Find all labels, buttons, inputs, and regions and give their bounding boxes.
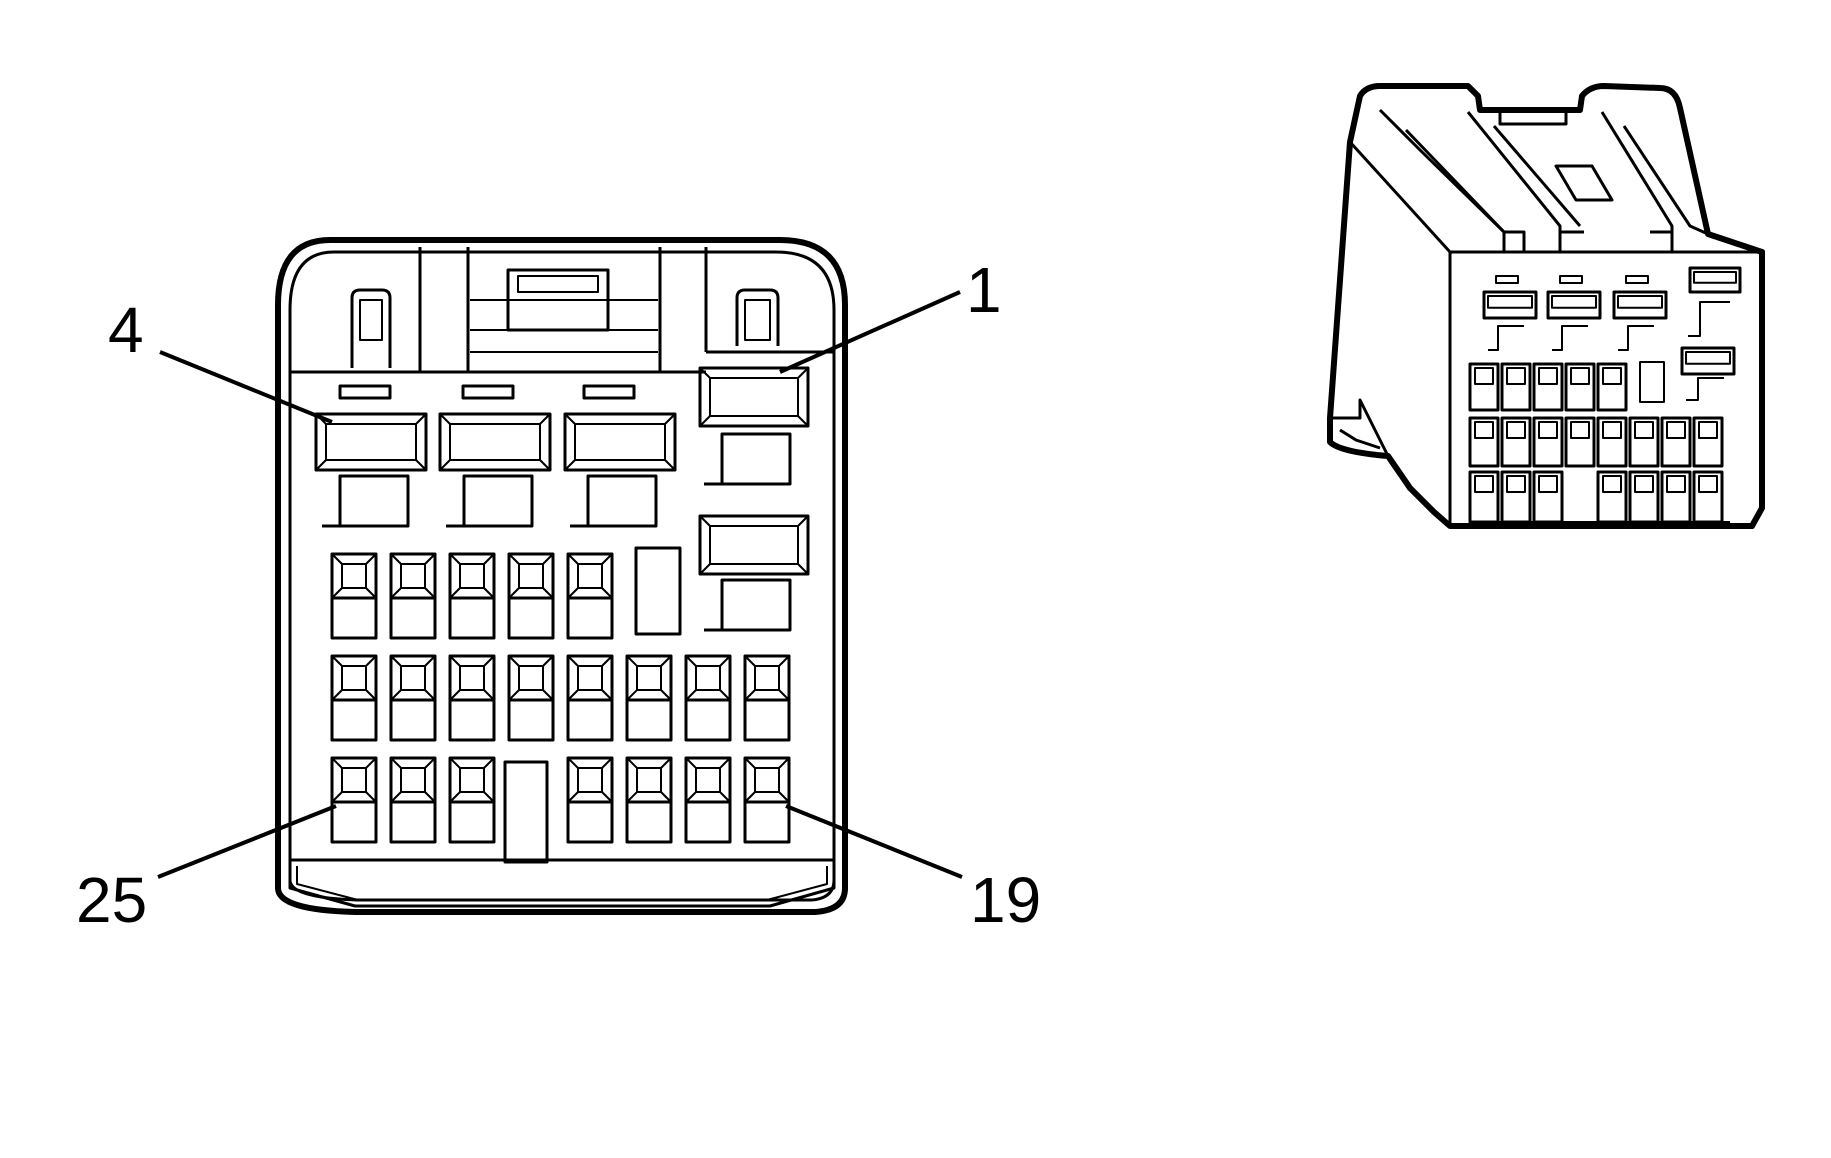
- iso-body-outline: [1327, 83, 1765, 529]
- key-slot: [634, 546, 682, 636]
- large-terminal-2: [563, 412, 677, 472]
- small-terminal-r2-6: [625, 654, 673, 742]
- iso-small-r2-5: [1596, 416, 1628, 468]
- large-terminal-5: [698, 514, 810, 576]
- iso-slot-1: [1495, 275, 1519, 284]
- iso-small-r1-2: [1500, 362, 1532, 412]
- lock-mark-1: [704, 432, 792, 486]
- callout-pin-25: 25: [76, 864, 147, 936]
- lock-mark-5: [704, 578, 792, 632]
- connector-isometric-view: [1327, 83, 1765, 529]
- small-terminal-r3-6: [684, 756, 732, 844]
- leader-pin-19: [785, 804, 963, 879]
- iso-large-terminal-3: [1612, 290, 1668, 320]
- small-terminal-r2-1: [330, 654, 378, 742]
- lock-mark-3: [446, 474, 534, 528]
- callout-pin-1: 1: [966, 254, 1002, 326]
- iso-lock-1: [1488, 325, 1524, 351]
- left-post: [350, 288, 392, 368]
- iso-large-terminal-right-top: [1688, 266, 1742, 294]
- small-terminal-r2-7: [684, 654, 732, 742]
- iso-small-r2-2: [1500, 416, 1532, 468]
- small-terminal-r2-4: [507, 654, 555, 742]
- iso-slot-3: [1625, 275, 1649, 284]
- callout-pin-4: 4: [108, 294, 144, 366]
- small-terminal-r3-3: [448, 756, 496, 844]
- callout-leaders: [157, 290, 963, 879]
- lock-mark-4: [322, 474, 410, 528]
- small-terminal-r2-2: [389, 654, 437, 742]
- large-terminal-1: [698, 366, 810, 428]
- iso-small-r2-7: [1660, 416, 1692, 468]
- housing-inner: [288, 250, 836, 902]
- large-terminal-4: [314, 412, 428, 472]
- callout-pin-19: 19: [970, 864, 1041, 936]
- iso-small-r1-3: [1532, 362, 1564, 412]
- center-rib: [503, 760, 549, 864]
- small-terminal-r1-4: [507, 552, 555, 640]
- small-terminal-r2-5: [566, 654, 614, 742]
- iso-large-terminal-2: [1546, 290, 1602, 320]
- iso-large-terminal-1: [1482, 290, 1538, 320]
- iso-lock-right-top: [1688, 301, 1730, 337]
- large-terminal-3: [438, 412, 552, 472]
- iso-small-r2-8: [1692, 416, 1724, 468]
- iso-small-r1-4: [1564, 362, 1596, 412]
- iso-lock-right-mid: [1686, 377, 1724, 401]
- small-terminal-r3-1: [330, 756, 378, 844]
- small-terminal-r3-2: [389, 756, 437, 844]
- leader-pin-4: [159, 350, 333, 424]
- iso-large-terminal-right-mid: [1680, 346, 1736, 376]
- small-terminal-r3-4: [566, 756, 614, 844]
- top-latch: [418, 247, 708, 372]
- iso-small-r2-6: [1628, 416, 1660, 468]
- iso-small-r1-1: [1468, 362, 1500, 412]
- right-post: [735, 288, 780, 346]
- small-terminal-r1-3: [448, 552, 496, 640]
- small-terminal-r2-8: [743, 654, 791, 742]
- leader-pin-25: [157, 804, 337, 879]
- iso-small-r2-1: [1468, 416, 1500, 468]
- iso-small-r1-5: [1596, 362, 1628, 412]
- iso-small-r2-3: [1532, 416, 1564, 468]
- iso-key-slot: [1639, 361, 1665, 403]
- small-terminals: [330, 552, 791, 844]
- iso-lock-2: [1552, 325, 1588, 351]
- small-terminal-r2-3: [448, 654, 496, 742]
- small-terminal-r1-5: [566, 552, 614, 640]
- iso-slot-2: [1559, 275, 1583, 284]
- lock-mark-2: [570, 474, 658, 528]
- small-terminal-r3-5: [625, 756, 673, 844]
- small-terminal-r1-1: [330, 552, 378, 640]
- housing-outline: [275, 237, 848, 915]
- leader-pin-1: [779, 290, 961, 374]
- iso-small-r2-4: [1564, 416, 1596, 468]
- iso-terminals: [1468, 266, 1742, 524]
- small-terminal-r1-2: [389, 552, 437, 640]
- small-terminal-r3-7: [743, 756, 791, 844]
- bottom-lip: [288, 858, 836, 908]
- large-terminals: [314, 366, 810, 576]
- iso-lock-3: [1618, 325, 1654, 351]
- connector-face-view: [275, 237, 848, 915]
- terminal-lock-marks: [322, 432, 792, 632]
